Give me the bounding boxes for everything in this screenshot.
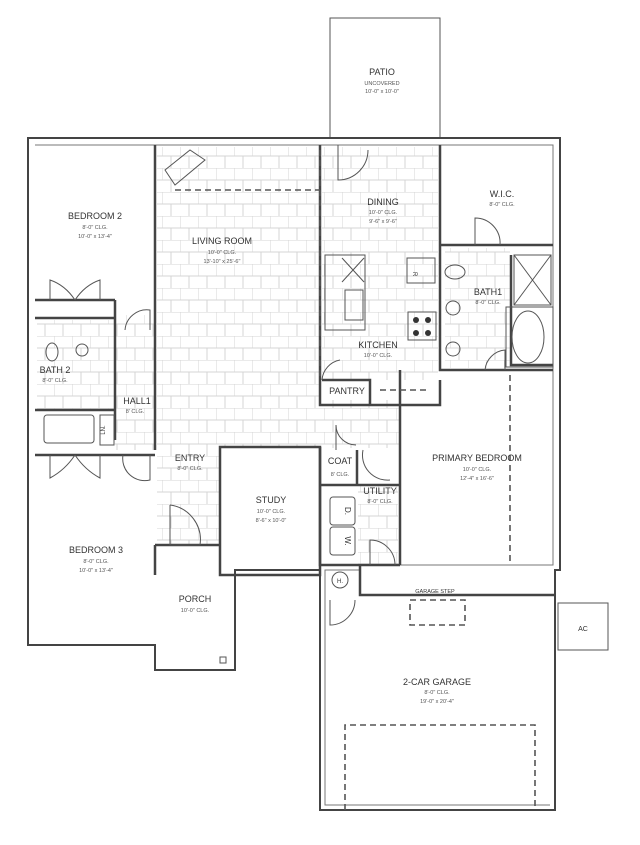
utility-ceiling: 8'-0" CLG.: [367, 499, 393, 505]
pantry-label: PANTRY: [329, 386, 365, 396]
garage-size: 19'-0" x 20'-4": [420, 699, 454, 705]
room-labels: PATIO UNCOVERED 10'-0" x 10'-0" BEDROOM …: [40, 67, 522, 705]
living-floor: [157, 147, 320, 447]
linen-closet: [99, 414, 115, 446]
dining-ceiling: 10'-0" CLG.: [369, 210, 398, 216]
study-ceiling: 10'-0" CLG.: [257, 509, 286, 515]
washer-label: W.: [343, 536, 352, 545]
hall1-ceiling: 8' CLG.: [126, 409, 145, 415]
dining-label: DINING: [367, 197, 399, 207]
sink-icon: [445, 300, 461, 316]
garage-ceiling: 8'-0" CLG.: [424, 690, 450, 696]
linen-label: LN.: [101, 425, 107, 435]
water-heater-icon: [331, 571, 349, 589]
living-ceiling: 10'-0" CLG.: [208, 250, 237, 256]
shower-icon: [513, 254, 552, 306]
bath1-ceiling: 8'-0" CLG.: [475, 300, 501, 306]
patio-note: UNCOVERED: [364, 81, 399, 87]
tub: [505, 306, 554, 368]
garage-step-outline: [409, 599, 466, 626]
entry-floor: [157, 447, 220, 545]
porch-ceiling: 10'-0" CLG.: [181, 608, 210, 614]
garage-step-label: GARAGE STEP: [415, 589, 455, 595]
kitchen-island: [324, 254, 366, 331]
bath1-floor: [445, 248, 510, 368]
hall-floor: [115, 315, 155, 450]
sink-icon: [75, 343, 89, 357]
kitchen-label: KITCHEN: [358, 340, 398, 350]
hall1-label: HALL1: [123, 396, 151, 406]
living-label: LIVING ROOM: [192, 236, 252, 246]
interior-walls: [35, 145, 555, 597]
study-size: 8'-6" x 10'-0": [256, 518, 287, 524]
kitchen-walk-floor: [320, 400, 400, 448]
primary-bedroom-label: PRIMARY BEDROOM: [432, 453, 522, 463]
wic-label: W.I.C.: [490, 189, 515, 199]
coat-ceiling: 8' CLG.: [331, 472, 350, 478]
washer: [329, 526, 356, 556]
bedroom2-ceiling: 8'-0" CLG.: [82, 225, 108, 231]
bath2-label: BATH 2: [40, 365, 71, 375]
dryer: [329, 496, 356, 526]
fireplace-icon: [164, 149, 206, 186]
range-icon: [407, 311, 437, 341]
toilet-icon: [45, 342, 59, 362]
sink-icon: [344, 289, 364, 321]
sink-icon: [445, 341, 461, 357]
wic-ceiling: 8'-0" CLG.: [489, 202, 515, 208]
bathtub-icon: [43, 414, 95, 444]
garage-door[interactable]: [344, 724, 536, 810]
toilet-icon: [444, 264, 466, 280]
garage-label: 2-CAR GARAGE: [403, 677, 471, 687]
study-label: STUDY: [256, 495, 287, 505]
bath2-floor: [37, 320, 115, 410]
bedroom3-size: 10'-0" x 13'-4": [79, 568, 113, 574]
coat-label: COAT: [328, 456, 353, 466]
utility-label: UTILITY: [363, 486, 397, 496]
bedroom3-ceiling: 8'-0" CLG.: [83, 559, 109, 565]
bedroom3-label: BEDROOM 3: [69, 545, 123, 555]
entry-label: ENTRY: [175, 453, 205, 463]
bathtub-icon: [511, 310, 545, 364]
fridge-label: R: [411, 272, 417, 277]
kitchen-ceiling: 10'-0" CLG.: [364, 353, 393, 359]
patio-label: PATIO: [369, 67, 395, 77]
living-size: 13'-10" x 25'-6": [204, 259, 241, 265]
patio: [329, 17, 441, 141]
dryer-label: D.: [343, 507, 352, 515]
primary-bedroom-ceiling: 10'-0" CLG.: [463, 467, 492, 473]
patio-size: 10'-0" x 10'-0": [365, 89, 399, 95]
ac-unit: [557, 602, 609, 651]
bath1-label: BATH1: [474, 287, 502, 297]
cooktop-icon: [341, 257, 365, 283]
dining-kitchen-floor: [322, 147, 438, 380]
fridge: [406, 257, 436, 284]
ac-label: AC: [578, 626, 588, 633]
primary-bedroom-size: 12'-4" x 16'-6": [460, 476, 494, 482]
entry-ceiling: 8'-0" CLG.: [177, 466, 203, 472]
doors[interactable]: [49, 145, 506, 626]
water-heater-label: H.: [337, 579, 343, 585]
bedroom2-label: BEDROOM 2: [68, 211, 122, 221]
porch-label: PORCH: [179, 594, 212, 604]
dining-size: 9'-6" x 9'-6": [369, 219, 397, 225]
bath2-ceiling: 8'-0" CLG.: [42, 378, 68, 384]
bedroom2-size: 10'-0" x 13'-4": [78, 234, 112, 240]
